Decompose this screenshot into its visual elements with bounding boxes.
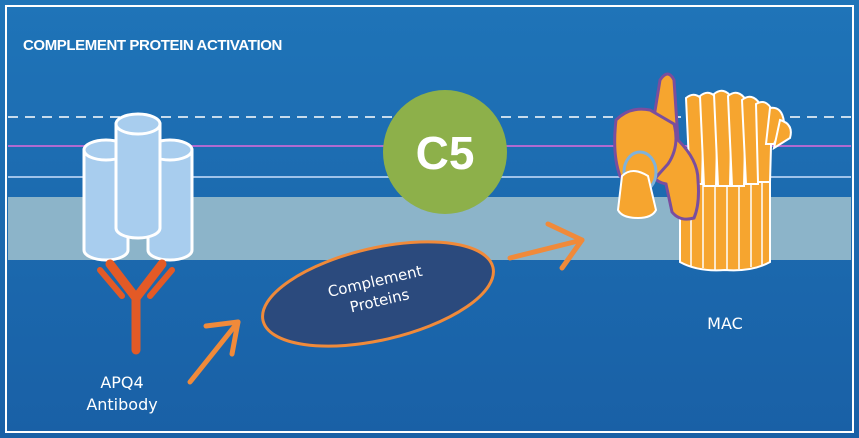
antibody-icon <box>97 259 175 355</box>
apq4-label-line2: Antibody <box>86 395 157 414</box>
apq4-label-line1: APQ4 <box>100 373 143 392</box>
frame-border <box>5 5 854 433</box>
arrow-icon <box>187 319 241 385</box>
complement-proteins-ellipse: Complement Proteins <box>261 240 495 348</box>
arrow-icon <box>507 221 585 271</box>
mac-complex-icon <box>613 72 792 272</box>
c5-circle <box>383 90 507 214</box>
diagram-title: COMPLEMENT PROTEIN ACTIVATION <box>23 37 282 54</box>
c5-label: C5 <box>416 127 475 179</box>
aqp4-channel-icon <box>82 112 194 262</box>
mac-label: MAC <box>707 314 743 333</box>
